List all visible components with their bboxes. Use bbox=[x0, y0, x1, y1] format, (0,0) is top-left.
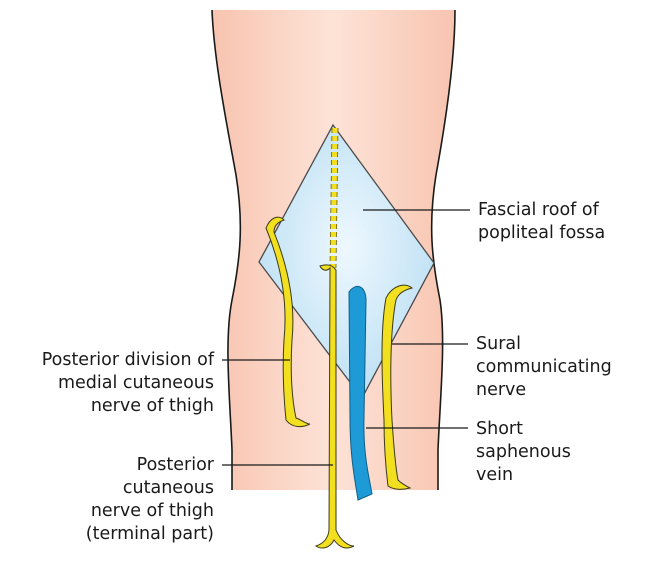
label-posterior-division: Posterior division of medial cutaneous n… bbox=[0, 349, 214, 418]
label-short-saphenous-vein: Short saphenous vein bbox=[476, 418, 571, 487]
label-posterior-cutaneous: Posterior cutaneous nerve of thigh (term… bbox=[14, 454, 214, 546]
label-fascial-roof: Fascial roof of popliteal fossa bbox=[478, 199, 605, 245]
label-sural-communicating-nerve: Sural communicating nerve bbox=[476, 333, 612, 402]
